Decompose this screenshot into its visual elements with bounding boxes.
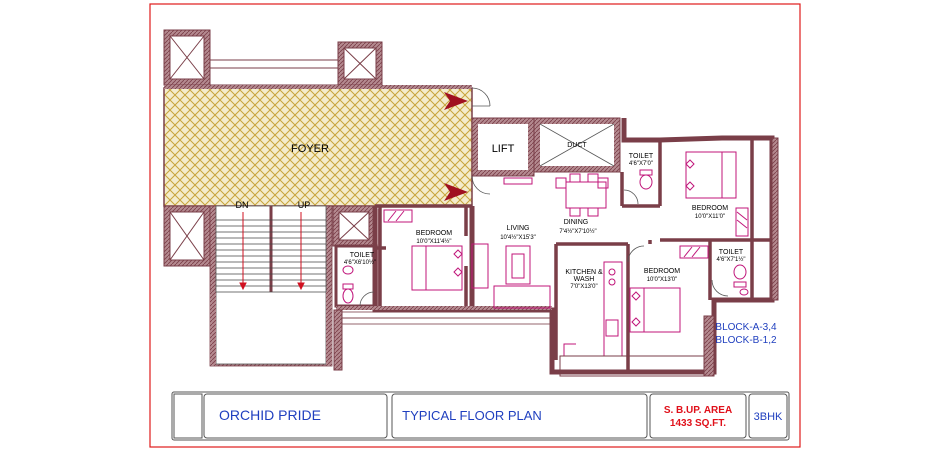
- toilet-left-dim: 4'6"X6'10½": [344, 259, 376, 266]
- bedroom-tr-bed: [685, 151, 737, 199]
- living-name: LIVING: [507, 225, 530, 232]
- toilet-top-fixtures: [639, 169, 653, 190]
- entry-arrow-bottom: [444, 183, 468, 201]
- title-block-frame: [171, 391, 790, 441]
- toilet-top-name: TOILET: [629, 153, 654, 160]
- kitchen-name-1: KITCHEN &: [565, 269, 603, 276]
- entry-arrow-top: [444, 92, 468, 110]
- lift-shaft: [471, 117, 535, 177]
- toilet-left-name: TOILET: [350, 252, 375, 259]
- project-name: ORCHID PRIDE: [219, 407, 321, 423]
- bedroom-left-name: BEDROOM: [416, 230, 452, 237]
- bedroom-mid-dim: 10'0"X13'0": [647, 277, 678, 283]
- unit-type: 3BHK: [754, 411, 783, 423]
- block-line-1: BLOCK-A-3,4: [715, 322, 777, 333]
- foyer-label: FOYER: [291, 143, 329, 155]
- shaft-top-left: [163, 29, 211, 86]
- toilet-right-name: TOILET: [719, 249, 744, 256]
- area-line-2: 1433 SQ.FT.: [670, 418, 726, 429]
- stair-arrows: [239, 212, 305, 291]
- foyer-area: [163, 87, 473, 207]
- wardrobe-left: [383, 209, 413, 223]
- duct: [533, 117, 621, 173]
- toilet-right-dim: 4'6"X7'1½": [717, 256, 746, 263]
- living-furniture: [471, 177, 551, 309]
- drawing-border: [149, 3, 801, 448]
- bedroom-tr-dim: 10'0"X11'0": [695, 214, 725, 220]
- stair-dn-label: DN: [236, 200, 249, 210]
- stair-up-label: UP: [298, 200, 311, 210]
- dining-dim: 7'4½"X7'10½": [559, 228, 596, 235]
- area-line-1: S. B.UP. AREA: [664, 405, 732, 416]
- kitchen-name-2: WASH: [574, 276, 595, 283]
- living-dim: 10'4½"X15'3": [500, 234, 536, 241]
- bedroom-mid-name: BEDROOM: [644, 268, 680, 275]
- dining-name: DINING: [564, 219, 589, 226]
- bedroom-mid-bed: [629, 287, 681, 333]
- interior-walls: [375, 140, 772, 372]
- bedroom-left-bed: [411, 245, 463, 291]
- kitchen-dim: 7'0"X13'0": [570, 284, 597, 290]
- dining-table: [555, 173, 609, 217]
- toilet-left-fixtures: [342, 265, 354, 304]
- toilet-right-fixtures: [733, 264, 749, 296]
- shaft-top-mid: [337, 41, 383, 86]
- wardrobe-mid: [679, 245, 709, 259]
- duct-label: DUCT: [567, 142, 587, 149]
- wardrobe-tr: [735, 207, 749, 237]
- bedroom-left-dim: 10'0"X11'4½": [416, 238, 451, 245]
- plan-title: TYPICAL FLOOR PLAN: [402, 408, 542, 423]
- bedroom-tr-name: BEDROOM: [692, 205, 728, 212]
- shaft-bottom-mid: [332, 205, 376, 247]
- block-line-2: BLOCK-B-1,2: [715, 335, 777, 346]
- toilet-top-dim: 4'6"X7'0": [629, 161, 653, 167]
- lift-label: LIFT: [492, 143, 515, 155]
- shaft-bottom-left: [163, 205, 211, 267]
